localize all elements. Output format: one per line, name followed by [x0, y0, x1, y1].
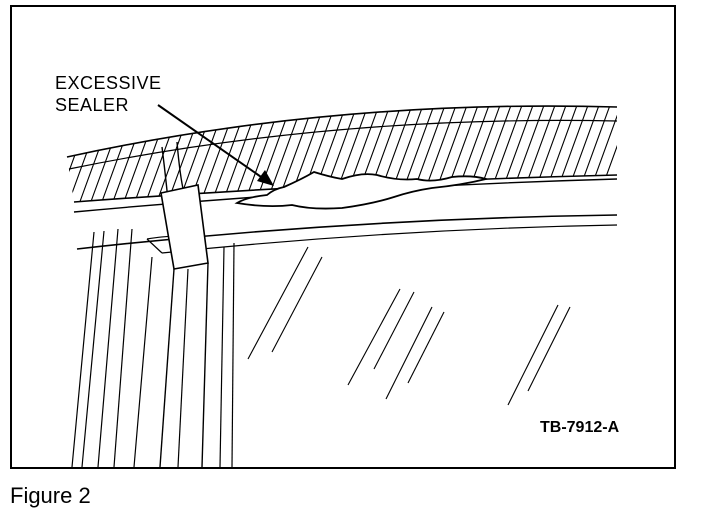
window-sealer-illustration [66, 97, 668, 467]
hatch-line [572, 106, 614, 202]
hatch-line [539, 106, 581, 202]
hatch-line [605, 106, 617, 202]
figure-frame: EXCESSIVE SEALER TB-7912-A [10, 5, 676, 469]
hatch-line [561, 106, 603, 202]
hatch-line [440, 106, 482, 202]
hatch-line [418, 106, 460, 202]
callout-arrow [157, 104, 274, 186]
excessive-sealer-blob [234, 171, 490, 210]
hatch-line [429, 106, 471, 202]
hatch-line [451, 106, 493, 202]
hatch-line [473, 106, 515, 202]
hatch-line [550, 106, 592, 202]
hatch-line [462, 106, 504, 202]
callout-line-2: SEALER [55, 95, 130, 115]
hatch-line [506, 106, 548, 202]
callout-line-1: EXCESSIVE [55, 73, 162, 93]
hatch-line [616, 106, 617, 202]
hatch-line [594, 106, 617, 202]
hatch-line [484, 106, 526, 202]
figure-caption: Figure 2 [10, 483, 91, 508]
hatch-line [517, 106, 559, 202]
hatch-line [628, 97, 668, 207]
part-code: TB-7912-A [540, 419, 620, 436]
callout-label: EXCESSIVE SEALER [55, 72, 162, 116]
hatch-line [583, 106, 617, 202]
door-pillar [71, 141, 235, 467]
hatch-line [198, 106, 240, 202]
window-glass [247, 246, 571, 406]
hatch-line [495, 106, 537, 202]
hatch-line [528, 106, 570, 202]
